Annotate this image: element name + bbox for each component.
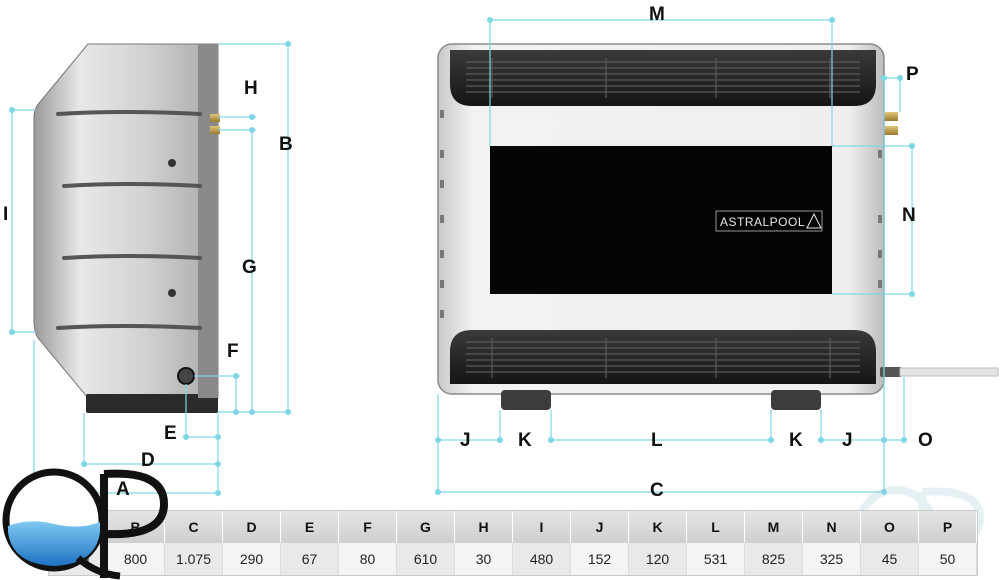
dim-label-p: P [906,64,919,85]
dim-label-g: G [242,257,257,278]
table-header-cell: C [165,511,223,543]
table-value-cell: 67 [281,543,339,575]
front-view-dimension-lines [437,19,913,493]
dim-label-o: O [918,430,933,451]
dim-label-f: F [227,341,239,362]
dim-label-k-left: K [518,430,532,451]
front-view-water-connectors [884,112,898,135]
table-value-cell: 152 [571,543,629,575]
table-header-cell: K [629,511,687,543]
table-value-cell: 1.075 [165,543,223,575]
dim-label-k-right: K [789,430,803,451]
dim-label-h: H [244,78,258,99]
table-value-cell: 531 [687,543,745,575]
table-value-cell: 800 [107,543,165,575]
table-header-cell: M [745,511,803,543]
front-view-top-louvres [466,58,860,98]
dimension-table: A B C D E F G H I J K L M N O P 400 800 … [48,510,978,576]
table-value-cell: 610 [397,543,455,575]
table-header-cell: D [223,511,281,543]
table-header-cell: O [861,511,919,543]
side-view-body [33,43,219,399]
table-value-cell: 480 [513,543,571,575]
table-header-cell: N [803,511,861,543]
dim-label-j-left: J [460,430,471,451]
front-view-power-cable [880,367,999,377]
astralpool-logo-text: ASTRALPOOL [720,215,805,229]
front-view-foot-left [501,390,551,410]
table-value-cell: 325 [803,543,861,575]
table-header-cell: J [571,511,629,543]
dim-label-l: L [651,430,663,451]
dim-label-m: M [649,4,665,25]
table-header-cell: G [397,511,455,543]
table-value-cell: 825 [745,543,803,575]
dim-label-e: E [164,423,177,444]
side-view: H B G F I E D A [3,41,293,500]
front-view-edge-bolts [440,110,882,318]
side-view-screw-top [168,159,176,167]
table-header-cell: E [281,511,339,543]
dim-label-b: B [279,134,293,155]
side-view-ribs [56,110,202,330]
dim-label-d: D [141,450,155,471]
side-view-connectors [210,114,220,134]
front-view-bottom-grille [450,330,876,384]
side-view-screw-bottom [168,289,176,297]
dim-label-a: A [116,479,130,500]
side-view-cable-gland [177,367,195,385]
table-value-cell: 45 [861,543,919,575]
front-view-foot-right [771,390,821,410]
front-view-dimension-dots [435,17,915,495]
table-header-cell: H [455,511,513,543]
table-header-cell: L [687,511,745,543]
table-header-cell: F [339,511,397,543]
dim-label-i: I [3,204,8,225]
table-value-cell: 50 [919,543,977,575]
side-view-base [86,394,218,413]
side-view-back-edge [198,44,218,398]
table-value-cell: 290 [223,543,281,575]
front-view-bottom-louvres [466,338,860,378]
front-view: ASTRALPOOL [435,4,999,501]
table-value-cell: 120 [629,543,687,575]
table-header-cell: I [513,511,571,543]
astralpool-logo: ASTRALPOOL [715,210,823,232]
front-view-display-panel [490,146,832,294]
side-view-dimension-dots [9,41,291,496]
table-header-cell: P [919,511,977,543]
table-value-cell: 30 [455,543,513,575]
dim-label-j-right: J [842,430,853,451]
table-value-cell: 80 [339,543,397,575]
dim-label-c: C [650,480,664,501]
dim-label-n: N [902,205,916,226]
front-view-top-grille [450,50,876,106]
qp-watermark-logo [2,468,169,580]
